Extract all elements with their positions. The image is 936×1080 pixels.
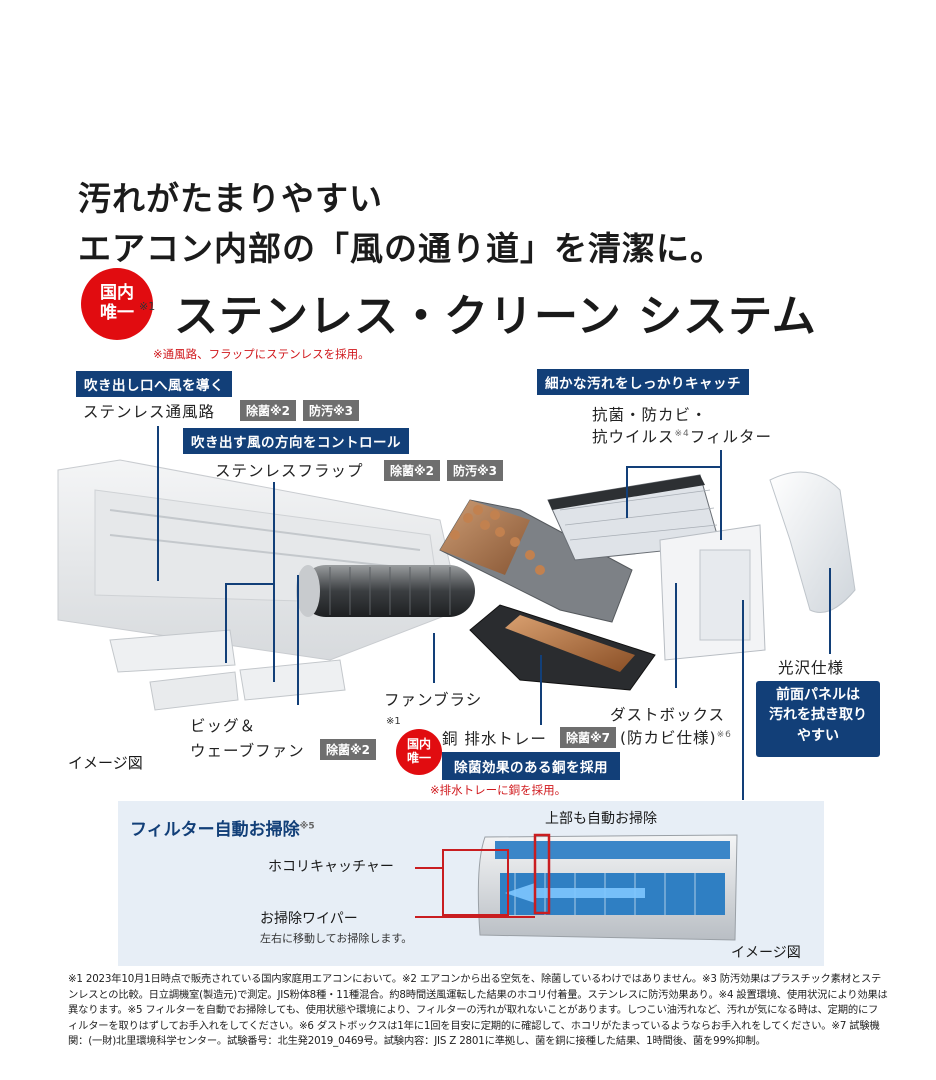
headline-line-1: 汚れがたまりやすい — [78, 179, 384, 218]
label-filter-line-2: 抗ウイルス※4フィルター — [592, 425, 772, 447]
badge-text-1: 国内 — [100, 283, 134, 304]
wiper-description: 左右に移動してお掃除します。 — [260, 932, 413, 945]
badge-note: ※1 — [139, 300, 156, 313]
small-badge-text-1: 国内 — [406, 737, 431, 752]
leader-flap — [273, 482, 275, 682]
badge-text-2: 唯一 — [100, 303, 134, 323]
leader-filter-h — [626, 466, 722, 468]
headline-line-2: エアコン内部の「風の通り道」を清潔に。 — [78, 229, 724, 268]
leader-filter-v3 — [742, 600, 744, 800]
label-dust-box-line-1: ダストボックス — [610, 706, 726, 724]
label-filter-word: フィルター — [689, 428, 772, 446]
leader-flap-3 — [225, 583, 275, 585]
image-label-1: イメージ図 — [68, 754, 143, 772]
badge-flap-antifouling: 防汚※3 — [447, 460, 504, 481]
label-dust-box-line-2: (防カビ仕様)※6 — [620, 726, 732, 748]
badge-fan-sterilize: 除菌※2 — [320, 739, 377, 760]
tag-tray: 除菌効果のある銅を採用 — [442, 752, 620, 780]
badge-flap-sterilize: 除菌※2 — [384, 460, 441, 481]
label-dust-box-text: (防カビ仕様) — [620, 729, 717, 747]
leader-fan — [297, 575, 299, 705]
tray-note: ※1 — [386, 716, 401, 727]
leader-filter-v1 — [626, 466, 628, 518]
label-flap: ステンレスフラップ — [215, 462, 364, 480]
panel-desc-line-1: 前面パネルは — [776, 687, 860, 703]
panel-description-box: 前面パネルは 汚れを拭き取り やすい — [756, 681, 880, 757]
badge-passage-sterilize: 除菌※2 — [240, 400, 297, 421]
label-fan-line-2: ウェーブファン — [190, 742, 305, 760]
leader-passage — [157, 426, 159, 581]
filter-cleaning-sup: ※5 — [299, 821, 315, 832]
label-panel: 光沢仕様 — [778, 659, 845, 677]
filter-cleaning-title: フィルター自動お掃除※5 — [130, 815, 315, 840]
tag-passage: 吹き出し口へ風を導く — [76, 371, 232, 397]
leader-filter-v2 — [720, 450, 722, 540]
leader-dust-box — [675, 583, 677, 688]
system-title: ステンレス・クリーン システム — [174, 291, 817, 342]
filter-top-label: 上部も自動お掃除 — [545, 811, 657, 827]
label-tray: 銅 排水トレー — [442, 730, 547, 748]
leader-panel — [829, 568, 831, 654]
panel-desc-line-2: 汚れを拭き取り — [769, 707, 867, 724]
leader-fan-brush — [433, 633, 435, 683]
dust-catcher-label: ホコリキャッチャー — [268, 859, 394, 875]
tag-filter: 細かな汚れをしっかりキャッチ — [537, 369, 749, 395]
tag-flap: 吹き出す風の方向をコントロール — [183, 428, 409, 454]
badge-tray-sterilize: 除菌※7 — [560, 727, 617, 748]
filter-cleaning-illustration — [415, 833, 738, 941]
label-dust-box-sup: ※6 — [716, 729, 732, 740]
domestic-only-badge-small: 国内 唯一 — [396, 729, 442, 775]
image-label-2: イメージ図 — [731, 945, 801, 961]
leader-flap-2 — [225, 583, 227, 663]
system-note: ※通風路、フラップにステンレスを採用。 — [153, 347, 370, 361]
wiper-label: お掃除ワイパー — [260, 911, 358, 927]
label-fan-line-1: ビッグ＆ — [190, 717, 257, 735]
label-filter-line-1: 抗菌・防カビ・ — [592, 406, 708, 424]
footnote: ※1 2023年10月1日時点で販売されている国内家庭用エアコンにおいて。※2 … — [68, 973, 888, 1047]
badge-passage-antifouling: 防汚※3 — [303, 400, 360, 421]
label-passage: ステンレス通風路 — [83, 403, 216, 421]
panel-desc-line-3: やすい — [797, 727, 839, 744]
leader-tray — [540, 655, 542, 725]
domestic-only-badge: 国内 唯一 — [81, 268, 153, 340]
small-badge-text-2: 唯一 — [406, 751, 431, 765]
label-fan-brush: ファンブラシ — [384, 691, 483, 709]
filter-cleaning-title-text: フィルター自動お掃除 — [130, 820, 300, 840]
label-filter-sup: ※4 — [674, 428, 690, 439]
tray-sub-note: ※排水トレーに銅を採用。 — [430, 783, 567, 797]
label-filter-antivirus: 抗ウイルス — [592, 428, 675, 446]
